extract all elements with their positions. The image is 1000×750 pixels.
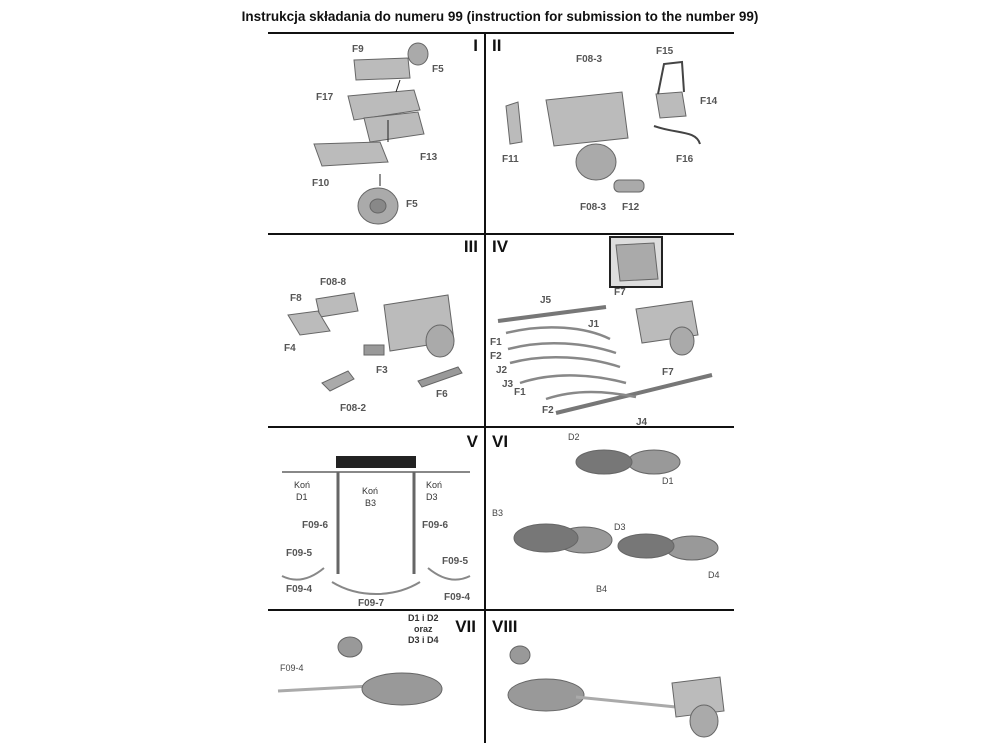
horse-label: Koń bbox=[426, 480, 442, 490]
horse-label: D4 bbox=[708, 570, 720, 580]
panel-number: VII bbox=[455, 617, 476, 636]
panel-number: VIII bbox=[492, 617, 518, 636]
part-label: F13 bbox=[420, 152, 438, 163]
part-label: F4 bbox=[284, 343, 296, 354]
panel-2: II F08-3 F15 F14 F11 F16 F08-3 F12 bbox=[486, 34, 734, 233]
part-label: F5 bbox=[432, 64, 444, 75]
horse-label: Koń bbox=[362, 486, 378, 496]
horse-label: D1 bbox=[296, 492, 308, 502]
part-label: F17 bbox=[316, 92, 334, 103]
part-label: F09-6 bbox=[422, 520, 449, 531]
grid-line bbox=[268, 609, 734, 611]
part-label: F7 bbox=[614, 287, 626, 298]
note-text: oraz bbox=[414, 624, 433, 634]
part-label: J5 bbox=[540, 295, 552, 306]
part-label: J3 bbox=[502, 379, 514, 390]
part-label: J4 bbox=[636, 417, 648, 426]
part-label: J2 bbox=[496, 365, 508, 376]
grid-line bbox=[268, 426, 734, 428]
part-label: J1 bbox=[588, 319, 600, 330]
trailer-body-assembly-drawing: F9 F5 F17 F13 F10 F5 bbox=[312, 42, 444, 225]
part-label: F09-5 bbox=[442, 556, 469, 567]
part-label: F09-6 bbox=[302, 520, 329, 531]
grid-line bbox=[268, 233, 734, 235]
panel-7: VII D1 i D2 oraz D3 i D4 F09-4 bbox=[268, 611, 484, 743]
part-label: F6 bbox=[436, 389, 448, 400]
grid-line bbox=[484, 32, 486, 743]
part-label: F2 bbox=[542, 405, 554, 416]
part-label: F15 bbox=[656, 46, 674, 57]
part-label: F09-5 bbox=[286, 548, 313, 559]
horse-label: D3 bbox=[614, 522, 626, 532]
harness-parts-layout-drawing: Koń D1 Koń B3 Koń D3 F09-6 F09-6 F09-5 F… bbox=[281, 456, 471, 609]
part-label: F5 bbox=[406, 199, 418, 210]
panel-8: VIII bbox=[486, 611, 734, 743]
horse-pole-drawing: D1 i D2 oraz D3 i D4 F09-4 bbox=[277, 613, 443, 706]
part-label: F16 bbox=[676, 154, 694, 165]
trailer-wheel-assembly-drawing: F08-3 F15 F14 F11 F16 F08-3 F12 bbox=[502, 46, 718, 213]
panel-5: V Koń D1 Koń B3 Koń D3 F09-6 F09 bbox=[268, 428, 484, 609]
part-label: F09-4 bbox=[286, 584, 313, 595]
part-label: F09-4 bbox=[280, 663, 304, 673]
part-label: F09-7 bbox=[358, 598, 385, 609]
panel-4: IV F7 F7 J5 J1 F1 F2 bbox=[486, 235, 734, 426]
horses-drawing: D2 D1 B3 D3 B4 D4 bbox=[492, 432, 720, 594]
note-text: D3 i D4 bbox=[408, 635, 439, 645]
part-label: F08-2 bbox=[340, 403, 367, 414]
part-label: F8 bbox=[290, 293, 302, 304]
panel-3: III F08-8 F8 F4 F3 F6 F08-2 bbox=[268, 235, 484, 426]
panel-6: VI D2 D1 B3 D3 B4 D4 bbox=[486, 428, 734, 609]
horse-label: D2 bbox=[568, 432, 580, 442]
horse-label: B3 bbox=[365, 498, 376, 508]
part-label: F08-3 bbox=[576, 54, 603, 65]
part-label: F9 bbox=[352, 44, 364, 55]
part-label: F08-8 bbox=[320, 277, 347, 288]
trailer-details-drawing: F08-8 F8 F4 F3 F6 F08-2 bbox=[284, 277, 463, 414]
part-label: F7 bbox=[662, 367, 674, 378]
panel-number: II bbox=[492, 36, 502, 55]
part-label: F11 bbox=[502, 154, 519, 165]
horse-label: B4 bbox=[596, 584, 607, 594]
horse-label: D1 bbox=[662, 476, 674, 486]
part-label: F09-4 bbox=[444, 592, 471, 603]
instruction-grid: I F9 F5 F17 F13 F10 F5 bbox=[268, 32, 734, 743]
part-label: F10 bbox=[312, 178, 330, 189]
grid-line bbox=[268, 32, 734, 34]
part-label: F14 bbox=[700, 96, 718, 107]
final-assembly-drawing bbox=[507, 645, 725, 738]
part-label: F1 bbox=[490, 337, 502, 348]
part-label: F3 bbox=[376, 365, 388, 376]
part-label: F12 bbox=[622, 202, 640, 213]
horse-label: B3 bbox=[492, 508, 503, 518]
horse-label: Koń bbox=[294, 480, 310, 490]
panel-number: V bbox=[466, 432, 478, 451]
page-title: Instrukcja składania do numeru 99 (instr… bbox=[241, 9, 759, 24]
harness-assembly-drawing: F7 F7 J5 J1 F1 F2 J2 J3 F1 F7 F2 J4 bbox=[490, 236, 713, 426]
note-text: D1 i D2 bbox=[408, 613, 439, 623]
part-label: F08-3 bbox=[580, 202, 607, 213]
part-label: F2 bbox=[490, 351, 502, 362]
part-label: F1 bbox=[514, 387, 526, 398]
panel-1: I F9 F5 F17 F13 F10 F5 bbox=[268, 34, 484, 233]
panel-number: I bbox=[473, 36, 478, 55]
horse-label: D3 bbox=[426, 492, 438, 502]
panel-number: IV bbox=[492, 237, 509, 256]
panel-number: III bbox=[463, 237, 478, 256]
panel-number: VI bbox=[492, 432, 509, 451]
